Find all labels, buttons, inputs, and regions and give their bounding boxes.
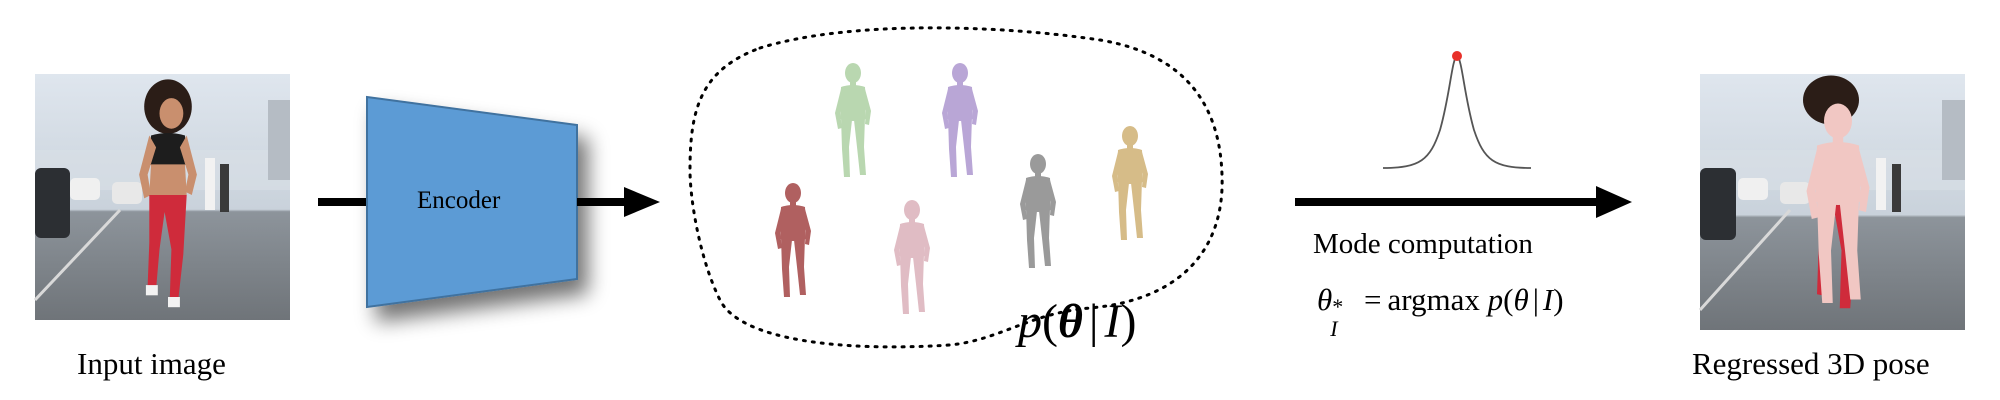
runner-photo-figure — [139, 79, 197, 308]
distribution-formula: p(θ|I) — [1018, 294, 1136, 349]
mode-argmax: argmax — [1387, 282, 1480, 317]
mode-theta2: θ — [1513, 282, 1529, 317]
regressed-mesh-figure — [1803, 75, 1870, 309]
mode-theta-sub: I — [1330, 316, 1338, 341]
formula-theta: θ — [1057, 295, 1083, 348]
mode-theta-sup: * — [1332, 294, 1344, 319]
mode-computation-caption: Mode computation — [1313, 228, 1533, 260]
pose-sample-gray — [1020, 154, 1056, 268]
mode-open: ( — [1503, 282, 1514, 317]
formula-open-paren: ( — [1042, 295, 1058, 348]
distribution-boundary — [688, 26, 1224, 349]
mode-gaussian-curve — [1382, 55, 1532, 169]
mode-I: I — [1542, 282, 1554, 317]
pose-sample-red — [775, 183, 811, 297]
encoder-label: Encoder — [417, 187, 501, 214]
mode-bar: | — [1532, 282, 1539, 317]
output-image — [1698, 74, 1965, 330]
mode-theta: θ — [1317, 282, 1333, 317]
mode-peak-dot — [1452, 51, 1462, 61]
pose-sample-tan — [1112, 126, 1148, 240]
encoder-trapezoid — [366, 95, 578, 309]
encoder-arrowhead — [624, 187, 660, 217]
mode-equals: = — [1363, 282, 1382, 317]
formula-I: I — [1104, 295, 1121, 348]
pose-sample-pink — [894, 200, 930, 314]
formula-close-paren: ) — [1120, 295, 1137, 348]
mode-p: p — [1487, 282, 1504, 317]
pose-sample-green — [835, 63, 871, 177]
mode-formula: θ*I =argmax p(θ|I) — [1317, 282, 1564, 341]
formula-bar: | — [1088, 295, 1099, 348]
input-image — [33, 74, 290, 320]
mode-arrowhead — [1596, 186, 1632, 218]
formula-p: p — [1018, 295, 1042, 348]
output-image-caption: Regressed 3D pose — [1692, 346, 1930, 381]
mode-close: ) — [1553, 282, 1564, 317]
input-image-caption: Input image — [77, 346, 226, 381]
pose-sample-lavender — [942, 63, 978, 177]
